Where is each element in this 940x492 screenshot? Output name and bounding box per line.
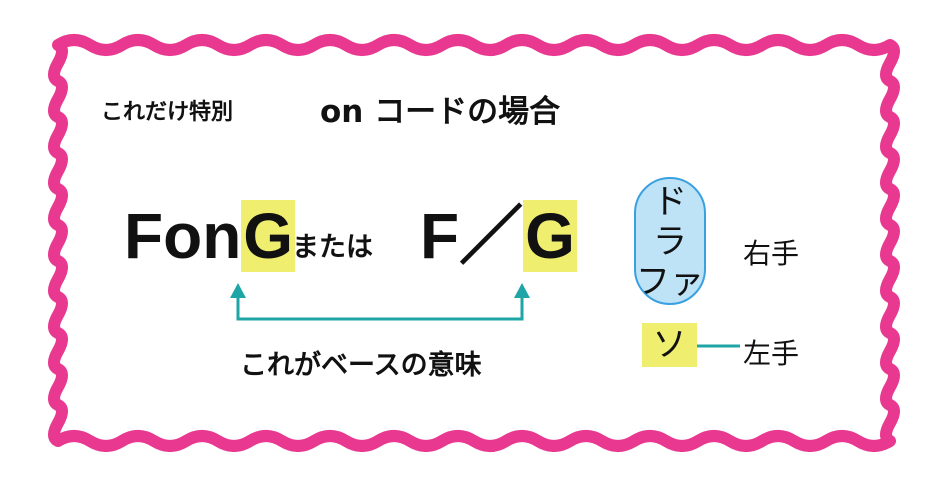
arrow-up-icon (230, 283, 246, 298)
left-hand-label: 左手 (743, 337, 800, 370)
arrow-up-icon (514, 283, 530, 298)
page-title: on コードの場合 (320, 94, 561, 130)
connector-text: または (292, 232, 373, 263)
on-chord-notation: FonG (124, 200, 296, 272)
bass-arrow-connector (236, 296, 524, 321)
note-do: ド (653, 182, 687, 222)
bass-note-highlight: G (241, 200, 296, 272)
bass-note-highlight: G (523, 200, 577, 272)
note-fa: ファ (636, 262, 704, 302)
note-ra: ラ (653, 222, 687, 262)
right-hand-label: 右手 (743, 237, 800, 270)
slash-chord-notation: F／G (420, 200, 577, 272)
chord-root: F／ (420, 200, 524, 272)
bass-caption: これがベースの意味 (240, 350, 482, 381)
right-hand-notes-pill: ド ラ ファ (634, 177, 706, 305)
chord-root: Fon (124, 200, 242, 272)
left-hand-note-box: ソ (642, 323, 697, 367)
special-case-label: これだけ特別 (101, 100, 234, 125)
